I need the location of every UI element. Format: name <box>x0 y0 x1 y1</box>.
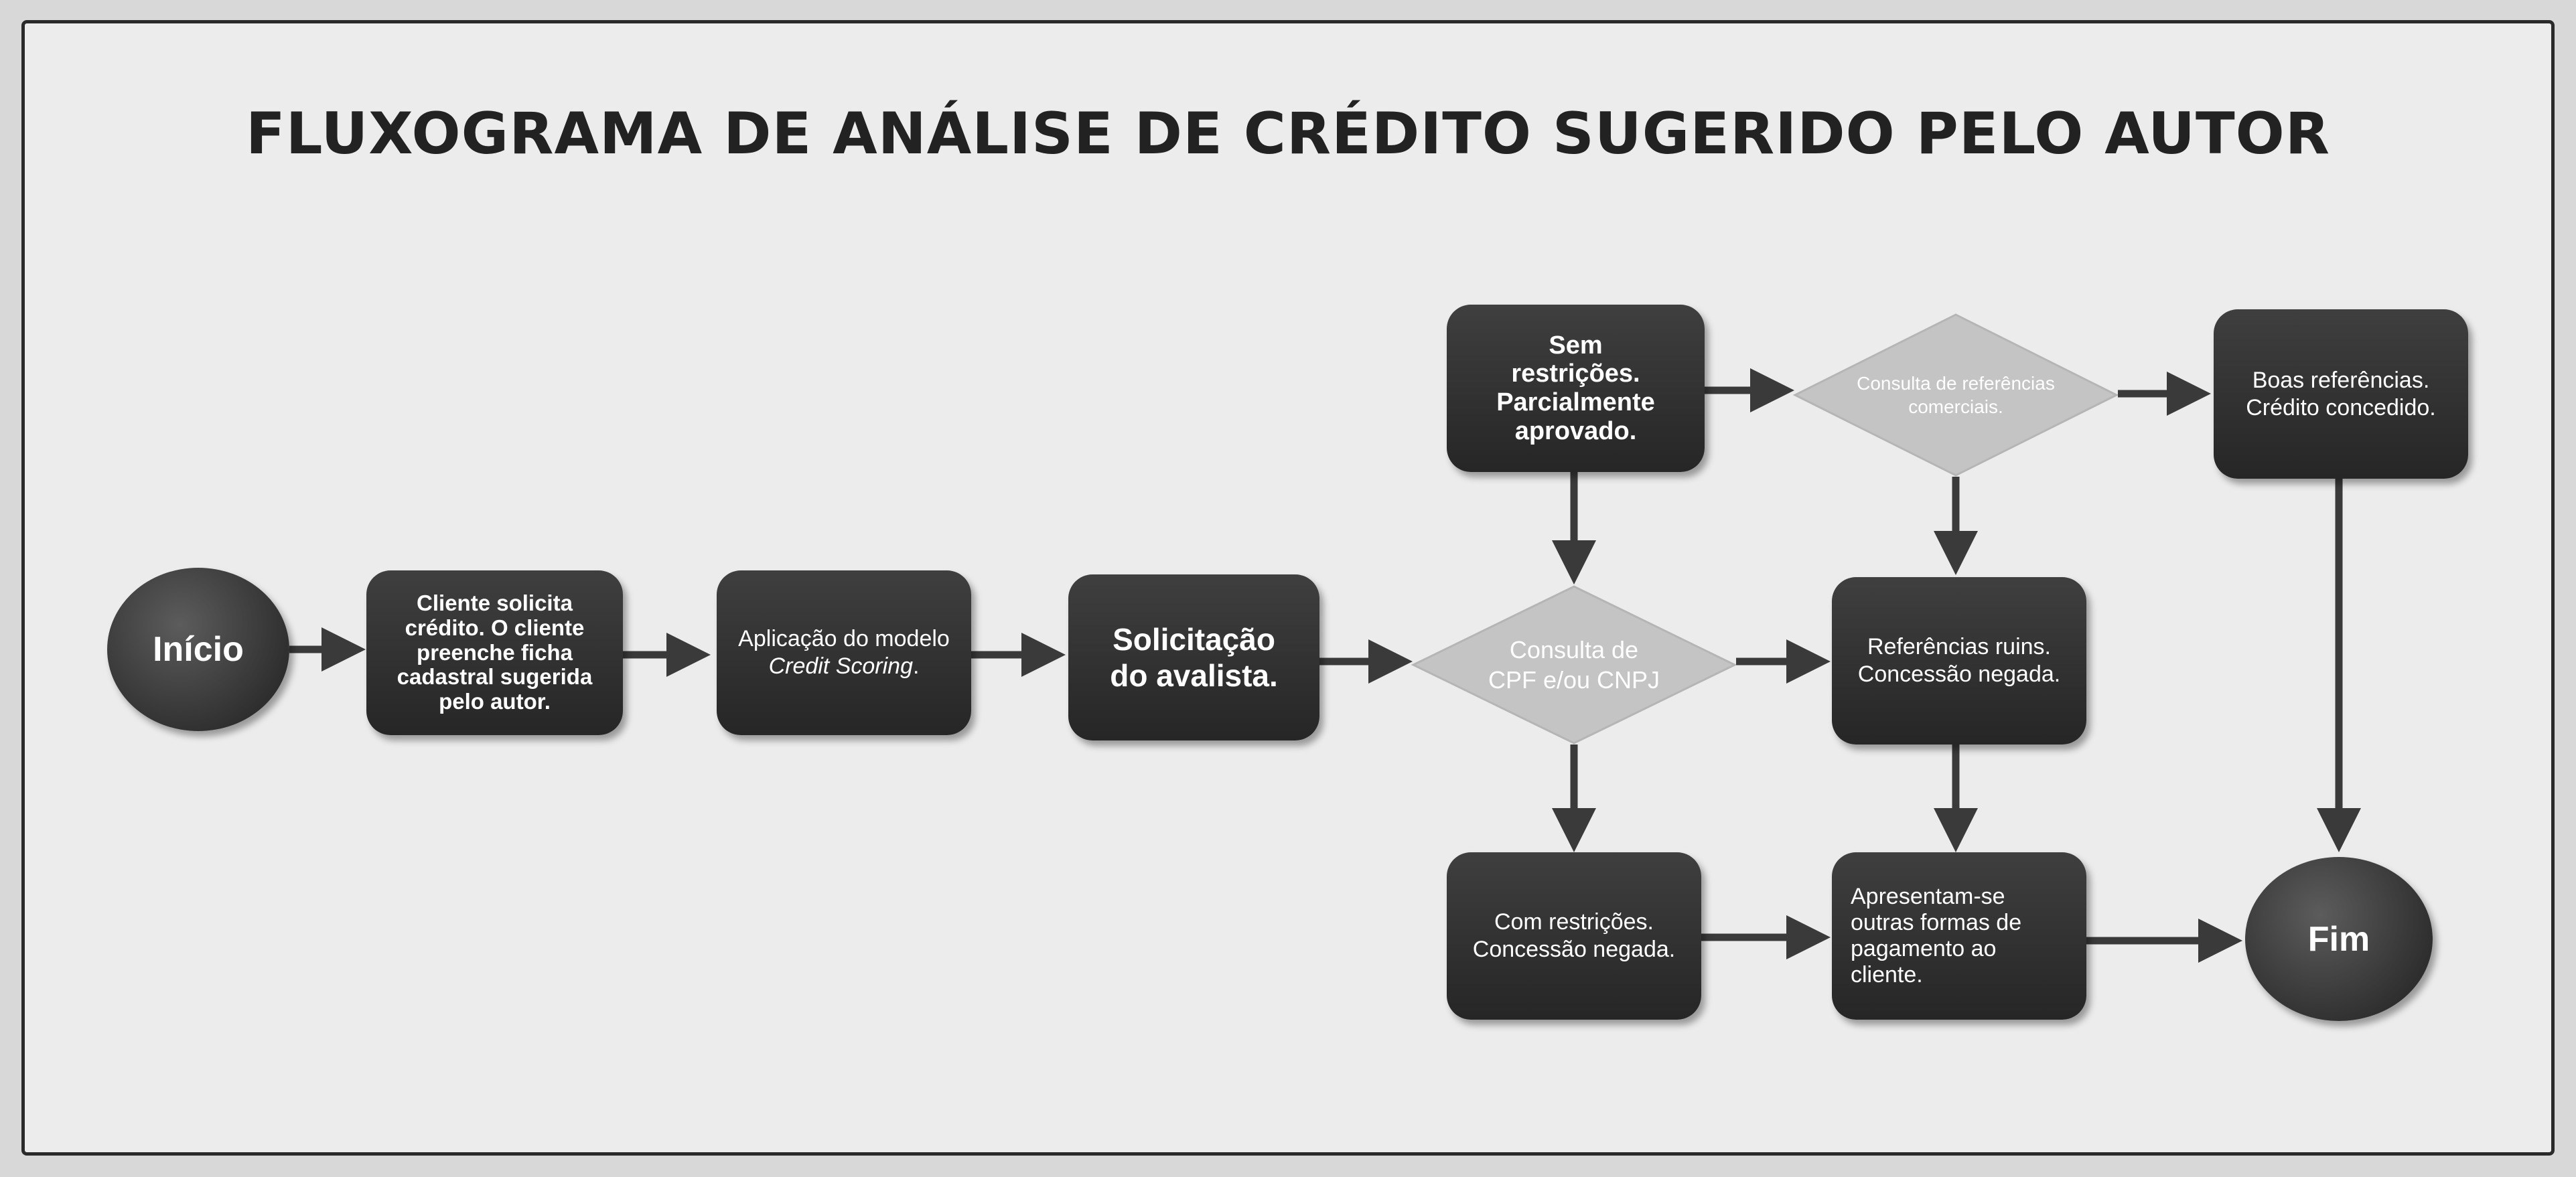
node-aplicacao-modelo-italic: Credit Scoring <box>768 653 913 679</box>
node-aplicacao-modelo-text: Aplicação do modelo <box>738 626 950 652</box>
node-cliente-solicita-label: Cliente solicita crédito. O cliente pree… <box>397 590 593 714</box>
node-sem-restricoes-label: Sem restrições. Parcialmente aprovado. <box>1496 331 1655 445</box>
node-sem-restricoes: Sem restrições. Parcialmente aprovado. <box>1447 305 1705 472</box>
decision-diamond-cpf <box>1411 585 1737 744</box>
node-referencias-ruins: Referências ruins. Concessão negada. <box>1832 577 2086 744</box>
node-apresentam-se: Apresentam-se outras formas de pagamento… <box>1832 852 2086 1020</box>
end-node-label: Fim <box>2307 919 2370 959</box>
node-apresentam-se-label: Apresentam-se outras formas de pagamento… <box>1851 883 2022 988</box>
node-boas-referencias-label: Boas referências. Crédito concedido. <box>2246 367 2436 420</box>
node-referencias-ruins-label: Referências ruins. Concessão negada. <box>1857 634 2061 687</box>
node-solicitacao-avalista: Solicitação do avalista. <box>1068 574 1319 740</box>
node-com-restricoes: Com restrições. Concessão negada. <box>1447 852 1701 1020</box>
node-aplicacao-modelo-suffix: . <box>912 653 920 679</box>
decision-referencias-label: Consulta de referências comerciais. <box>1857 373 2055 417</box>
end-node: Fim <box>2245 857 2433 1021</box>
start-node-label: Início <box>153 630 244 669</box>
node-com-restricoes-label: Com restrições. Concessão negada. <box>1472 909 1676 962</box>
decision-cpf-label: Consulta de CPF e/ou CNPJ <box>1488 636 1660 694</box>
decision-diamond-referencias <box>1792 313 2119 477</box>
diagram-title: FLUXOGRAMA DE ANÁLISE DE CRÉDITO SUGERID… <box>245 100 2330 167</box>
node-cliente-solicita: Cliente solicita crédito. O cliente pree… <box>366 570 623 735</box>
node-boas-referencias: Boas referências. Crédito concedido. <box>2214 309 2468 479</box>
start-node: Início <box>107 568 289 731</box>
node-solicitacao-avalista-label: Solicitação do avalista. <box>1110 621 1278 693</box>
